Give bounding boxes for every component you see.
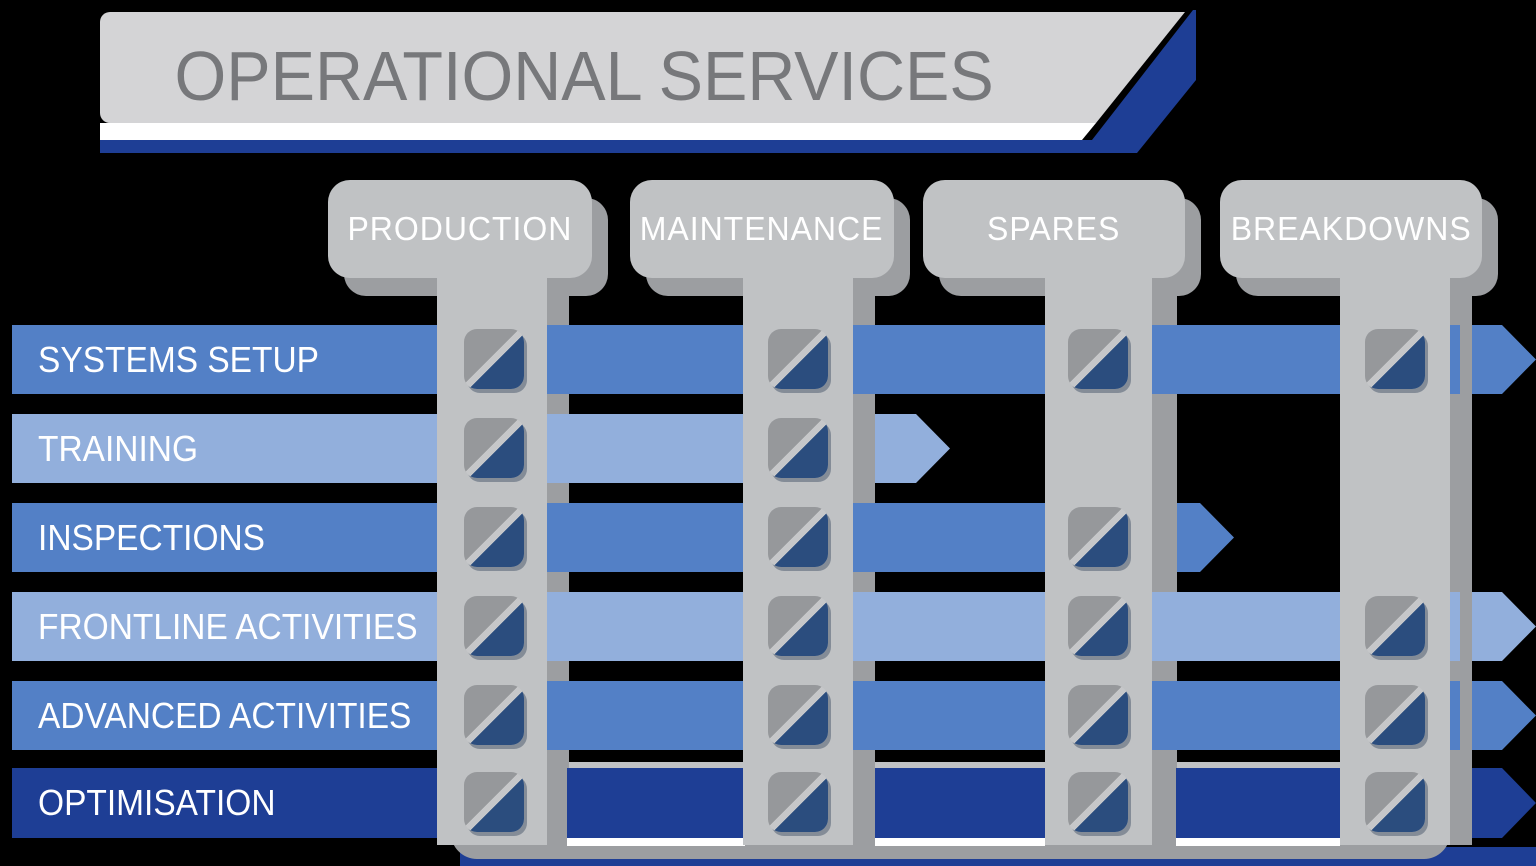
row-label: FRONTLINE ACTIVITIES	[38, 605, 418, 647]
capability-marker-icon	[464, 418, 524, 478]
page-title: OPERATIONAL SERVICES	[174, 37, 994, 115]
capability-marker-icon	[768, 772, 828, 832]
capability-marker-icon	[1365, 685, 1425, 745]
column-header-label: PRODUCTION	[347, 210, 573, 247]
row-arrow-systems-setup	[1472, 325, 1536, 394]
column-header-label: MAINTENANCE	[640, 210, 884, 247]
capability-marker-icon	[1068, 685, 1128, 745]
column-header-production: PRODUCTION	[328, 180, 592, 278]
column-header-breakdowns: BREAKDOWNS	[1220, 180, 1482, 278]
title-banner-graphic	[100, 10, 1196, 153]
capability-marker-icon	[1068, 772, 1128, 832]
row-bar-inspections: INSPECTIONS	[12, 503, 1150, 572]
capability-marker-icon	[768, 507, 828, 567]
row-arrow-optimisation	[1472, 768, 1536, 838]
row-label: OPTIMISATION	[38, 782, 276, 823]
row-arrow-frontline-activities	[1472, 592, 1536, 661]
column-header-label: BREAKDOWNS	[1230, 210, 1472, 247]
column-header-label: SPARES	[987, 210, 1121, 247]
row-segment-optimisation	[875, 768, 1045, 838]
row-bar-frontline-activities: FRONTLINE ACTIVITIES	[12, 592, 1460, 661]
row-bar-systems-setup: SYSTEMS SETUP	[12, 325, 1460, 394]
banner-white-stripe-shape	[100, 123, 1096, 140]
capability-marker-icon	[1068, 329, 1128, 389]
row-label: INSPECTIONS	[38, 516, 266, 558]
capability-marker-icon	[464, 507, 524, 567]
capability-marker-icon	[768, 685, 828, 745]
row-label: SYSTEMS SETUP	[38, 338, 319, 380]
capability-marker-icon	[464, 685, 524, 745]
row-segment-optimisation	[567, 768, 745, 838]
capability-marker-icon	[464, 329, 524, 389]
capability-marker-icon	[1068, 507, 1128, 567]
row-bar-optimisation: OPTIMISATION	[12, 768, 450, 838]
row-label: TRAINING	[38, 427, 199, 469]
banner-body-shape	[100, 12, 1185, 123]
capability-marker-icon	[768, 596, 828, 656]
row-bar-advanced-activities: ADVANCED ACTIVITIES	[12, 681, 1460, 750]
capability-marker-icon	[464, 772, 524, 832]
row-bar-training: TRAINING	[12, 414, 850, 483]
row-arrow-inspections	[1177, 503, 1234, 572]
capability-marker-icon	[1068, 596, 1128, 656]
capability-marker-icon	[768, 329, 828, 389]
segment-underline	[875, 838, 1045, 846]
capability-marker-icon	[768, 418, 828, 478]
capability-marker-icon	[1365, 772, 1425, 832]
row-segment-optimisation	[1176, 768, 1340, 838]
segment-underline	[567, 838, 745, 846]
row-arrow-advanced-activities	[1472, 681, 1536, 750]
column-header-maintenance: MAINTENANCE	[630, 180, 894, 278]
capability-marker-icon	[1365, 329, 1425, 389]
row-label: ADVANCED ACTIVITIES	[38, 694, 412, 736]
banner-title: OPERATIONAL SERVICES	[88, 28, 1080, 124]
capability-marker-icon	[464, 596, 524, 656]
column-header-spares: SPARES	[923, 180, 1185, 278]
segment-underline	[1176, 838, 1340, 846]
capability-marker-icon	[1365, 596, 1425, 656]
row-arrow-training	[875, 414, 950, 483]
